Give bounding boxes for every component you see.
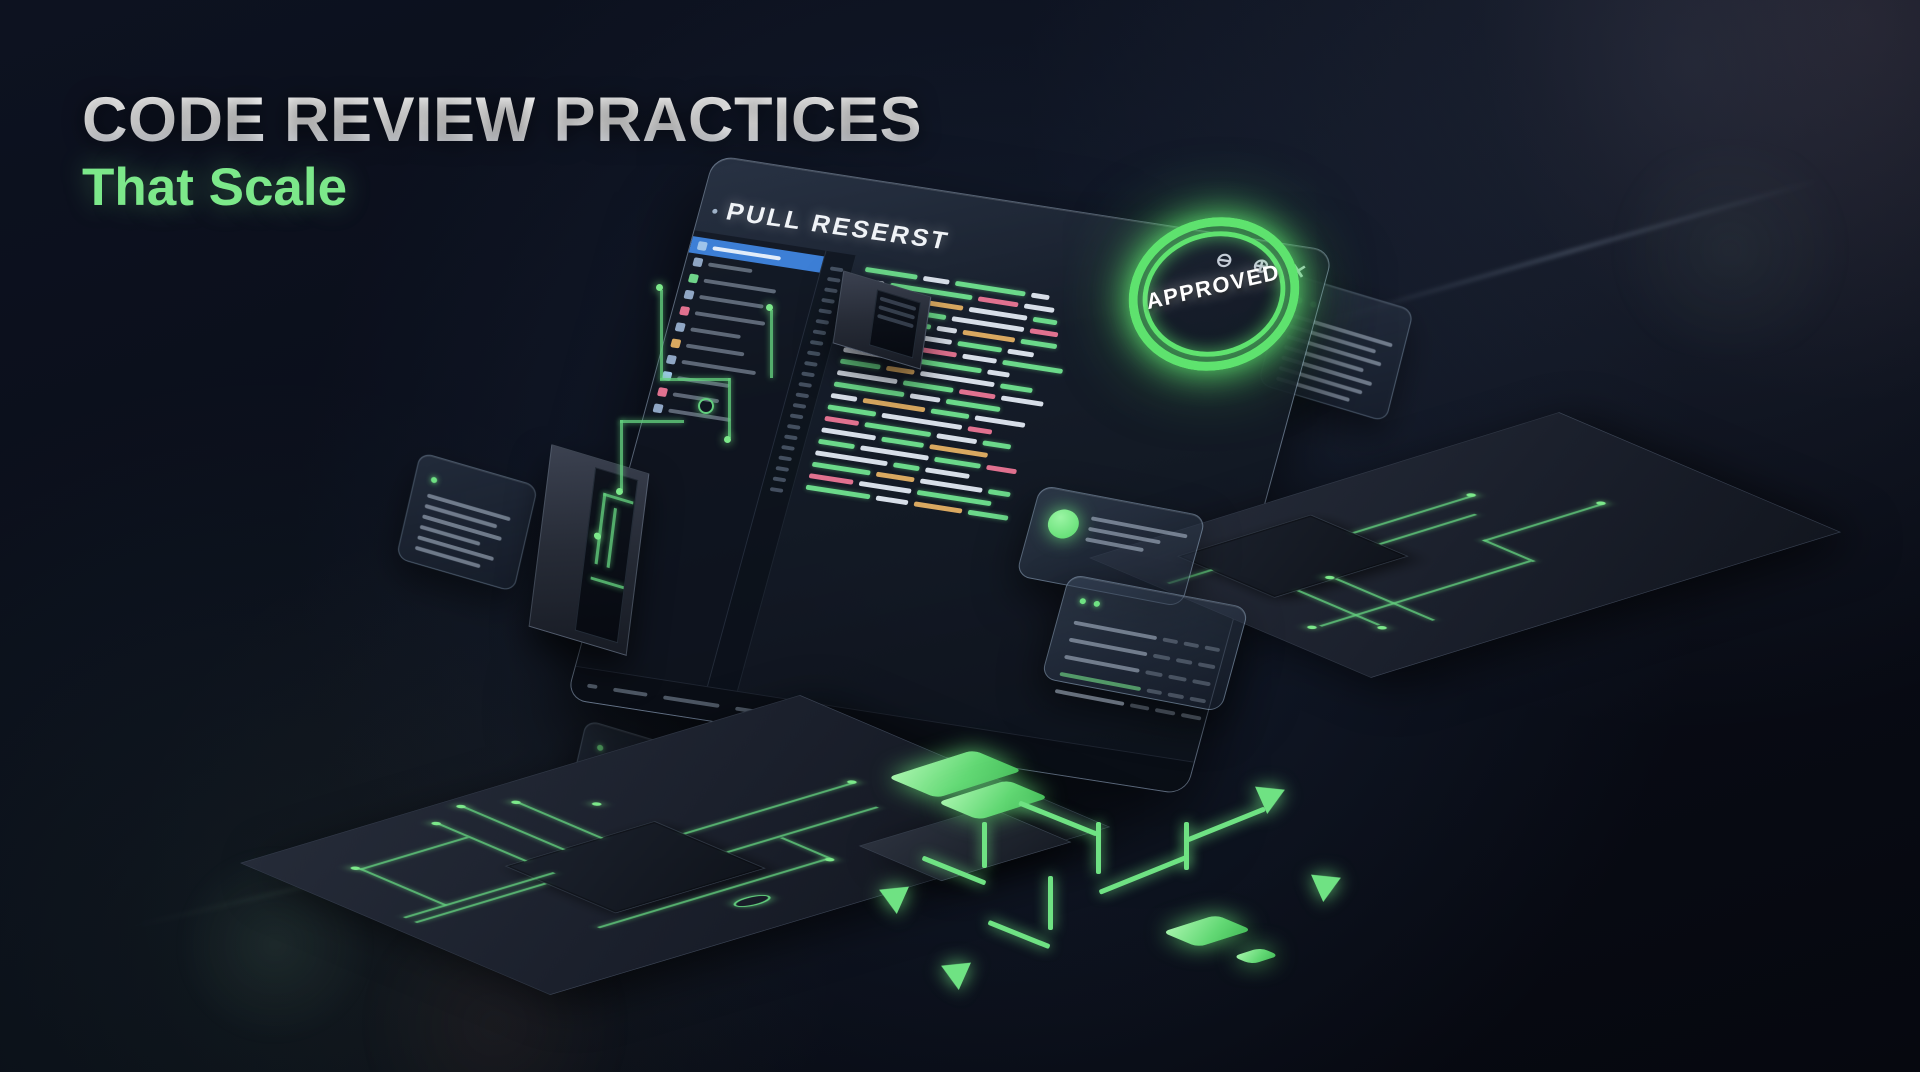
flow-arrow-down: [935, 952, 971, 990]
circuit-node: [1305, 624, 1319, 630]
processor-chip-left: [504, 821, 766, 914]
reviewer-line-list: [1083, 510, 1189, 566]
comment-meta: [1145, 688, 1163, 696]
floating-circuit-tracery: [616, 284, 830, 520]
comment-meta: [1192, 679, 1211, 687]
page-subtitle: That Scale: [82, 158, 348, 218]
comment-meta: [1129, 703, 1150, 711]
circuit-trace: [1481, 539, 1536, 563]
flow-node-leaf[interactable]: [1232, 947, 1280, 965]
comment-meta: [1161, 637, 1179, 645]
flow-connector: [1048, 876, 1053, 930]
flow-connector: [921, 855, 987, 886]
comment-meta: [1198, 662, 1216, 670]
server-tower-top: [832, 270, 932, 370]
flow-connector: [1096, 822, 1101, 874]
comment-meta: [1154, 708, 1176, 716]
reviewer-avatar: [1044, 506, 1083, 542]
comment-meta: [1183, 641, 1200, 649]
flow-connector: [1018, 800, 1098, 837]
comment-meta: [1180, 712, 1202, 721]
circuit-trace: [358, 836, 470, 871]
comment-meta: [1168, 674, 1188, 682]
comment-meta: [1175, 657, 1194, 665]
flow-connector: [1098, 854, 1190, 895]
circuit-trace: [1481, 503, 1605, 542]
comment-meta: [1204, 645, 1221, 653]
circuit-node: [589, 801, 604, 807]
flow-connector: [982, 822, 987, 868]
comment-meta: [1167, 692, 1185, 700]
circuit-trace: [462, 806, 566, 851]
page-title: CODE REVIEW PRACTICES: [82, 85, 923, 155]
comment-meta: [1189, 696, 1207, 704]
comment-meta: [1152, 653, 1171, 661]
circuit-trace: [414, 882, 547, 924]
reviewer-line: [1090, 516, 1188, 539]
approved-stamp: APPROVED: [1121, 204, 1307, 384]
review-flowchart: [873, 749, 1360, 1030]
circuit-ring: [727, 892, 777, 910]
circuit-trace: [358, 868, 448, 906]
circuit-trace: [779, 837, 834, 860]
flow-connector: [1184, 822, 1189, 870]
flow-connector: [987, 919, 1051, 950]
circuit-node: [822, 857, 837, 863]
flow-arrow-right: [1311, 864, 1347, 902]
circuit-node: [1375, 625, 1389, 631]
flow-connector: [1186, 806, 1266, 843]
circuit-trace: [682, 782, 856, 835]
circuit-trace: [1352, 495, 1475, 534]
flow-node-branch[interactable]: [1161, 914, 1253, 948]
server-tower-grill: [869, 289, 922, 359]
headline-block: CODE REVIEW PRACTICES That Scale: [82, 88, 922, 216]
circuit-trace: [1334, 578, 1436, 621]
circuit-trace: [517, 802, 604, 839]
comment-meta: [1144, 670, 1164, 678]
